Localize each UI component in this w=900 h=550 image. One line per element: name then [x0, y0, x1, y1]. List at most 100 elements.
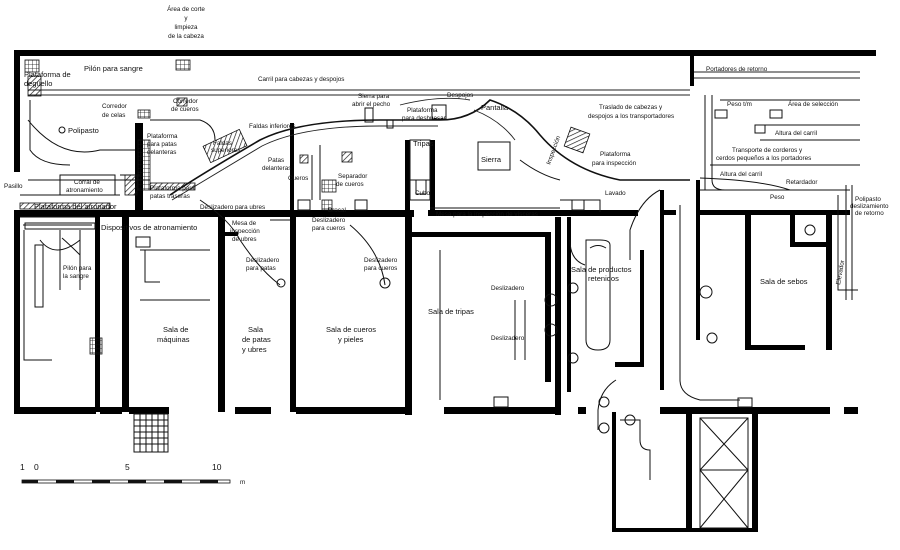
polipasto-dot	[58, 126, 66, 134]
label-corredor-celas-2: de celas	[102, 112, 125, 119]
label-patas-delanteras-2: delanteras	[262, 165, 291, 172]
peso-box	[714, 109, 728, 119]
label-area-seleccion: Área de selección	[788, 99, 839, 108]
scale-unit: m	[240, 479, 245, 486]
label-altura-carril-2: Altura del carril	[720, 171, 762, 178]
equipment-box-d	[297, 199, 311, 211]
fixture-f	[706, 332, 718, 344]
stair-plataforma	[137, 139, 151, 191]
label-cubo: Cubo	[415, 190, 431, 197]
equipment-grid-f	[89, 337, 103, 355]
equipment-box-b	[493, 396, 509, 408]
fixture-d	[567, 352, 579, 364]
label-plataforma-patas-tras-2: patas traseras	[150, 193, 190, 200]
labels-rooms: Dispositivos de atronamiento Mesa de ins…	[63, 220, 846, 354]
equipment-hatch-a	[27, 75, 42, 97]
label-plataforma-deguello-1: Plataforma de	[24, 70, 71, 79]
label-plataforma-inspeccion-2: para inspección	[592, 160, 637, 167]
label-sierra-pecho-1: Sierra para	[358, 93, 390, 100]
label-brocal: Brocal	[328, 207, 346, 214]
label-plataforma-atronador: Plataforma del atronador	[34, 202, 117, 211]
label-plataforma-patas-del-1: Plataforma	[147, 133, 178, 140]
fixture-c	[567, 282, 579, 294]
equipment-grid-b	[175, 59, 191, 71]
patas-hatch	[299, 154, 309, 164]
fixture-j	[804, 224, 816, 236]
label-pasillo: Pasillo	[4, 183, 23, 190]
label-pilon-sangre-b-1: Pilón para	[63, 265, 92, 272]
equipment-box-e	[354, 199, 368, 211]
label-sala-productos-2: retenidos	[588, 274, 619, 283]
label-mesa-ubres-1: Mesa de	[232, 220, 257, 227]
fixture-a	[544, 293, 558, 307]
label-pilon-sangre-b-2: la sangre	[63, 273, 89, 280]
equipment-box-h	[386, 119, 394, 129]
equipment-grid-e	[321, 199, 333, 211]
scale-bar-seg-a	[22, 480, 38, 483]
label-mesa-ubres-3: de ubres	[232, 236, 257, 243]
equipment-box-k	[34, 244, 44, 308]
label-elevador: Elevador	[835, 260, 846, 286]
label-mesa-visceras: Mesa para la inspección de vísceras	[436, 211, 538, 218]
label-sala-productos-1: Sala de productos	[571, 265, 632, 274]
equipment-hatch-b	[176, 97, 188, 107]
label-traslado-1: Traslado de cabezas y	[599, 104, 663, 111]
staircase-bottom	[133, 413, 169, 453]
separador-hatch	[341, 151, 353, 163]
corral-box	[59, 174, 116, 196]
label-area-corte-4: de la cabeza	[168, 33, 204, 40]
label-separador-2: de cueros	[336, 181, 364, 188]
label-transporte-2: cerdos pequeños a los portadores	[716, 155, 811, 162]
equipment	[19, 59, 783, 408]
label-plataforma-patas-tras-1: Plataforma para	[150, 185, 195, 192]
scale-bar-outline	[21, 479, 231, 484]
round-fixtures	[58, 126, 816, 434]
scale-tick-1: 1	[20, 462, 25, 472]
scale-bar-seg-b	[56, 480, 74, 483]
scale-tick-10: 10	[212, 462, 222, 472]
cubo-box	[415, 179, 427, 195]
scale-bar-seg-e	[164, 480, 182, 483]
label-deslizadero-cueros-b-1: Deslizadero	[364, 257, 398, 264]
label-cueros: Cueros	[288, 175, 308, 182]
label-area-corte-3: limpieza	[174, 24, 198, 31]
label-despojos: Despojos	[447, 92, 473, 99]
label-area-corte-2: y	[184, 15, 188, 22]
tripas-chute	[409, 139, 431, 201]
label-sala-sebos: Sala de sebos	[760, 277, 808, 286]
label-corredor-cueros-2: de cueros	[171, 106, 199, 113]
label-mesa-ubres-2: inspección	[230, 228, 260, 235]
faldas-superiores-table	[202, 128, 248, 164]
fixture-g	[598, 396, 610, 408]
equipment-box-c	[737, 397, 753, 408]
plataforma-patas-hatch	[149, 182, 196, 191]
label-inspeccion: Inspección	[545, 135, 562, 166]
label-portadores-retorno: Portadores de retorno	[706, 66, 768, 73]
label-sala-patas-2: de patas	[242, 335, 271, 344]
label-deslizadero-cueros-2: para cueros	[312, 225, 345, 232]
elevator-shaft	[699, 417, 749, 529]
labels-top: Área de corte y limpieza de la cabeza Pi…	[4, 4, 889, 232]
label-traslado-2: despojos a los transportadores	[588, 113, 674, 120]
label-deslizadero-patas-1: Deslizadero	[246, 257, 280, 264]
scale-bar-seg-c	[92, 480, 110, 483]
equipment-grid-a	[24, 59, 40, 73]
equipment-grid-c	[137, 109, 151, 119]
label-corral-2: atronamiento	[66, 187, 103, 194]
label-sala-patas-3: y ubres	[242, 345, 267, 354]
label-plataforma-deshuesar-1: Plataforma	[407, 107, 438, 114]
equipment-box-j	[24, 222, 96, 230]
fixture-i	[624, 414, 636, 426]
label-plataforma-deshuesar-2: para deshuesar	[402, 115, 446, 122]
label-pilon-sangre: Pilón para sangre	[84, 64, 143, 73]
inspeccion-hatch	[563, 126, 591, 154]
label-sala-maquinas-2: máquinas	[157, 335, 190, 344]
label-altura-carril-1: Altura del carril	[775, 130, 817, 137]
label-sala-cueros-1: Sala de cueros	[326, 325, 376, 334]
label-polipasto-envio-2: deslizamiento	[850, 203, 889, 210]
fixture-h	[598, 422, 610, 434]
label-deslizadero-a: Deslizadero	[491, 285, 525, 292]
scale-bar-seg-d	[128, 480, 146, 483]
rail-lines	[20, 71, 860, 480]
label-faldas-superiores-2: superiores	[211, 147, 240, 154]
